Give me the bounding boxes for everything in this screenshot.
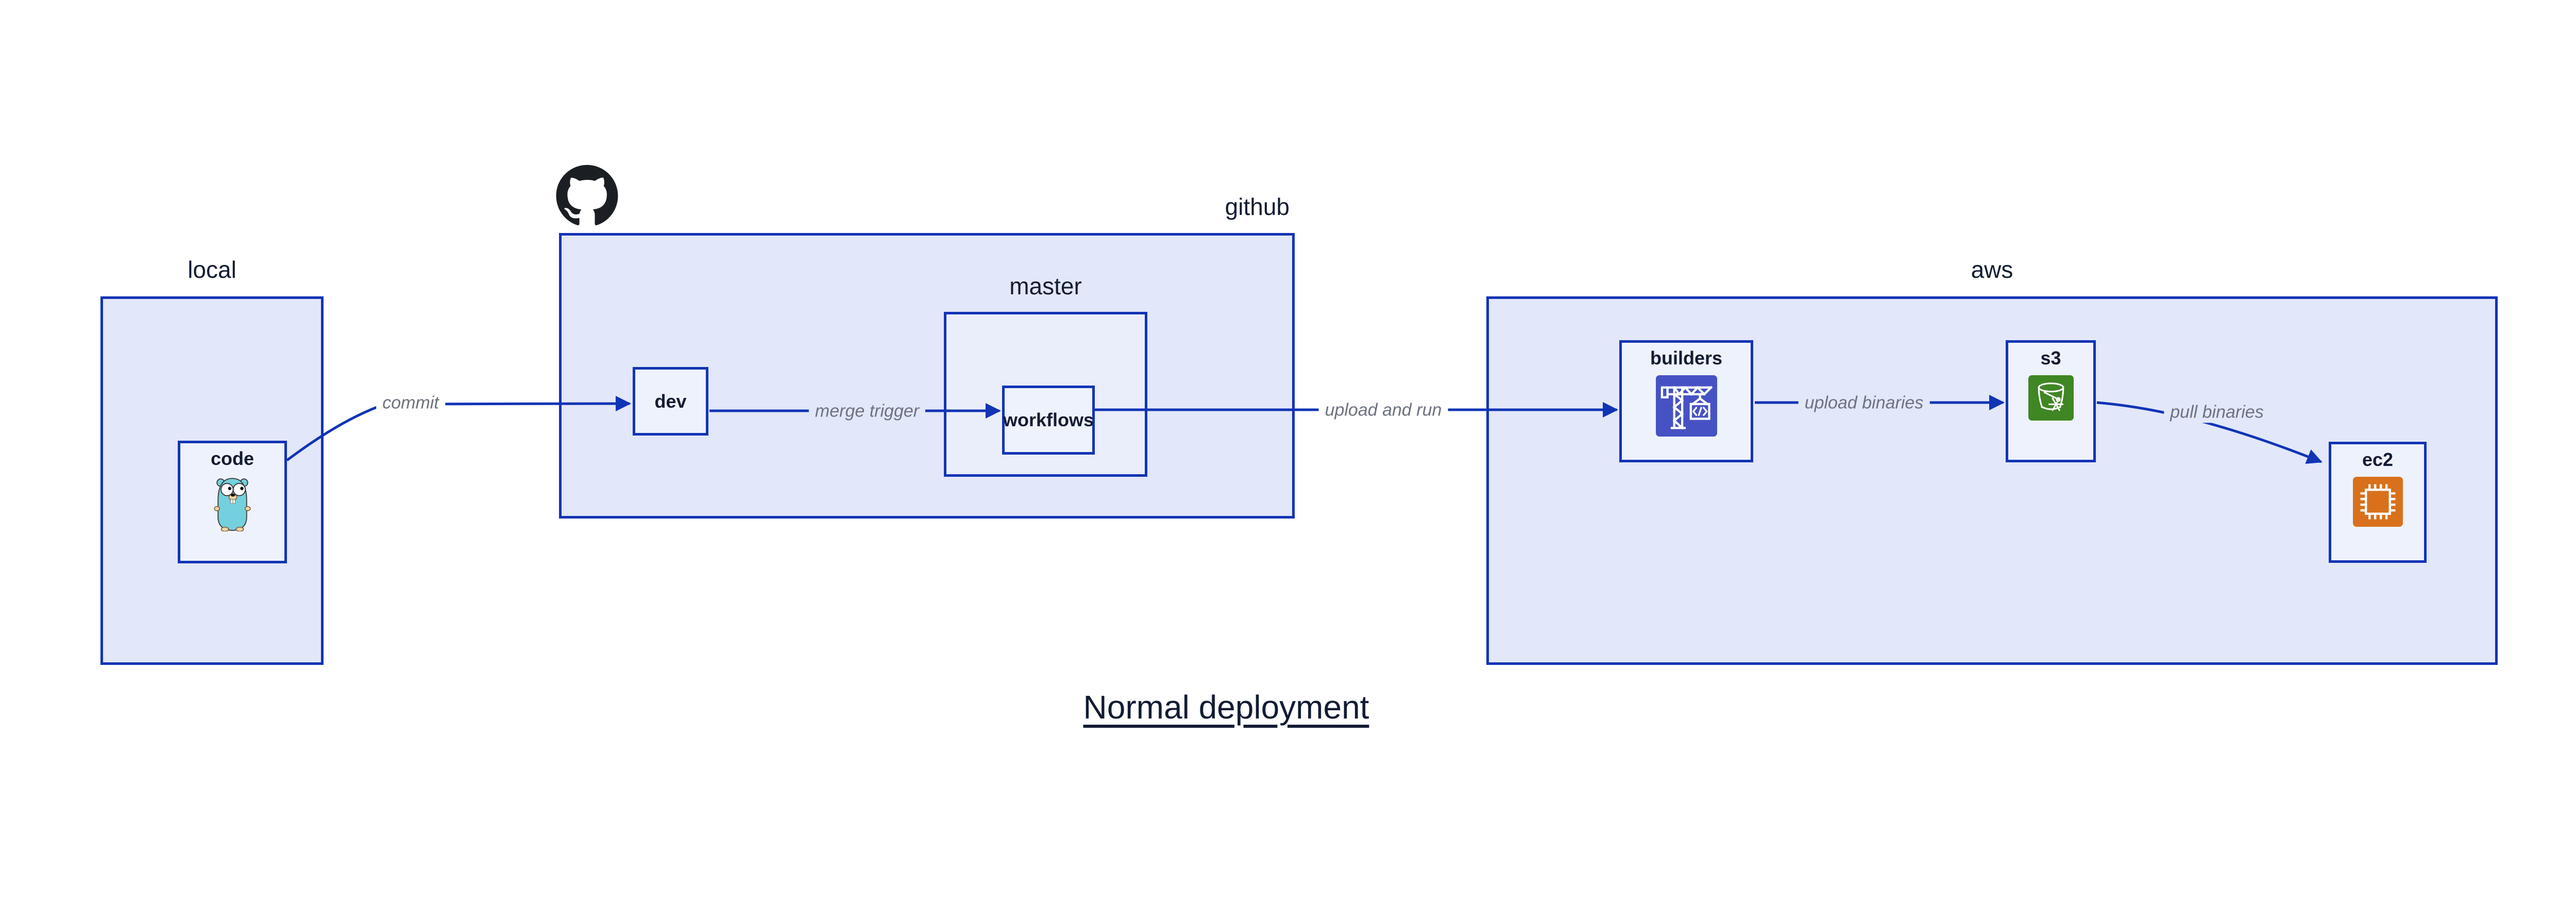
s3-bucket-snowflake-icon xyxy=(2028,375,2074,421)
s3-node-label: s3 xyxy=(2040,347,2061,369)
builders-node: builders xyxy=(1619,340,1753,462)
s3-node: s3 xyxy=(2006,340,2096,462)
workflows-node-label: workflows xyxy=(1003,409,1094,431)
go-gopher-icon xyxy=(214,478,251,532)
workflows-node: workflows xyxy=(1002,386,1095,455)
edge-label-merge-trigger: merge trigger xyxy=(808,400,926,422)
ec2-node: ec2 xyxy=(2329,442,2427,563)
edge-label-commit: commit xyxy=(376,392,445,414)
edge-label-upload-and-run: upload and run xyxy=(1318,399,1448,421)
diagram-title: Normal deployment xyxy=(1083,689,1369,726)
code-node-label: code xyxy=(210,448,255,469)
code-node: code xyxy=(178,441,287,563)
ec2-node-label: ec2 xyxy=(2362,449,2394,470)
dev-node: dev xyxy=(633,367,708,436)
ec2-chip-icon xyxy=(2352,477,2403,527)
edge-label-upload-binaries: upload binaries xyxy=(1798,392,1930,414)
local-label: local xyxy=(188,256,236,283)
master-label: master xyxy=(1009,273,1082,299)
builders-node-label: builders xyxy=(1650,347,1723,369)
github-label: github xyxy=(1225,193,1290,220)
codebuild-crane-icon xyxy=(1655,375,1717,437)
dev-node-label: dev xyxy=(654,390,687,412)
edge-label-pull-binaries: pull binaries xyxy=(2164,402,2270,423)
github-octocat-icon xyxy=(556,165,618,226)
aws-label: aws xyxy=(1971,256,2013,283)
